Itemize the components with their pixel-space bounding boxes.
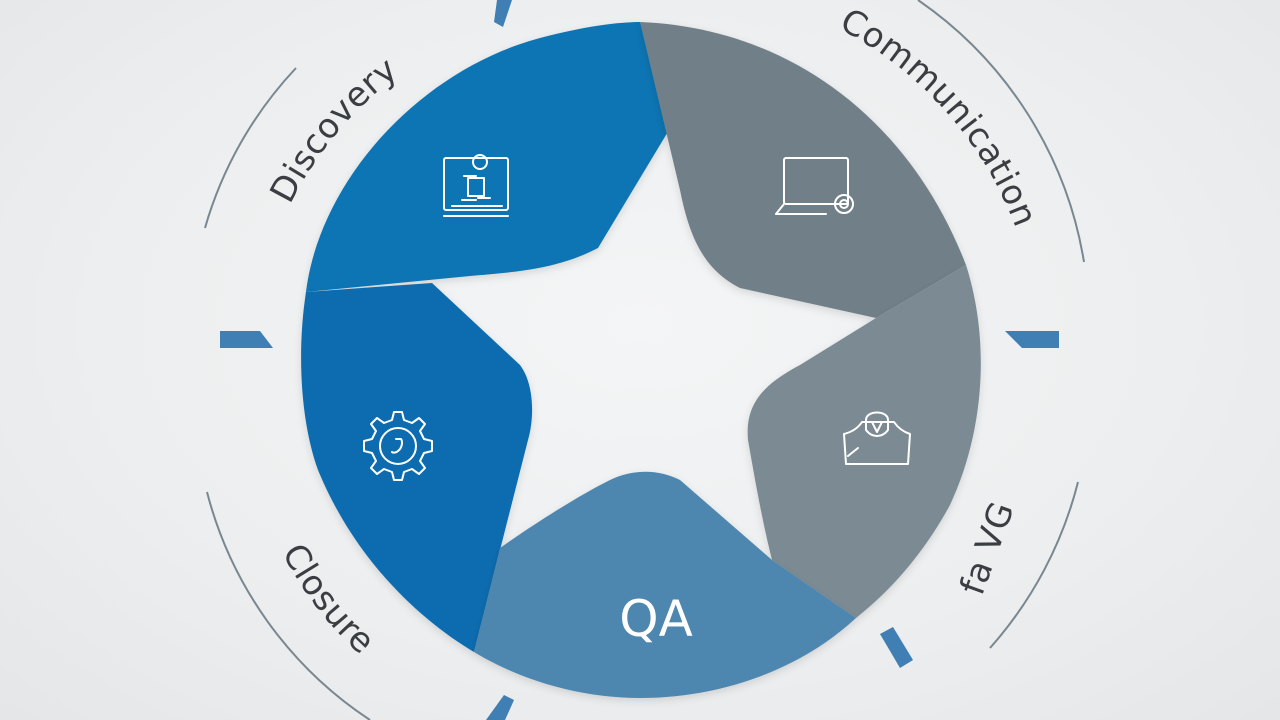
tick-bottom-left — [486, 695, 514, 720]
segment-third[interactable] — [747, 265, 981, 618]
laptop-icon — [775, 157, 854, 215]
segment-qa[interactable] — [474, 471, 856, 698]
presentation-board-icon — [443, 154, 509, 217]
ring-arc-bottom-right — [989, 481, 1079, 649]
ring-arc-bottom-left — [206, 491, 371, 720]
segment-communication[interactable] — [640, 22, 966, 318]
ring-arc-top-left — [204, 67, 297, 229]
shield-box-icon — [843, 411, 911, 465]
ring-arc-top-right — [917, 0, 1085, 263]
label-third: fa VG — [953, 496, 1023, 600]
tick-bottom-right — [880, 627, 913, 668]
outer-ring — [204, 0, 1085, 720]
label-qa: QA — [619, 590, 693, 648]
tick-right — [1005, 331, 1059, 348]
accent-ticks — [220, 0, 1059, 720]
tick-left — [220, 331, 273, 348]
label-closure: Closure — [274, 537, 383, 662]
segment-closure[interactable] — [301, 283, 533, 652]
tick-top — [494, 0, 512, 27]
gear-icon — [363, 411, 433, 481]
